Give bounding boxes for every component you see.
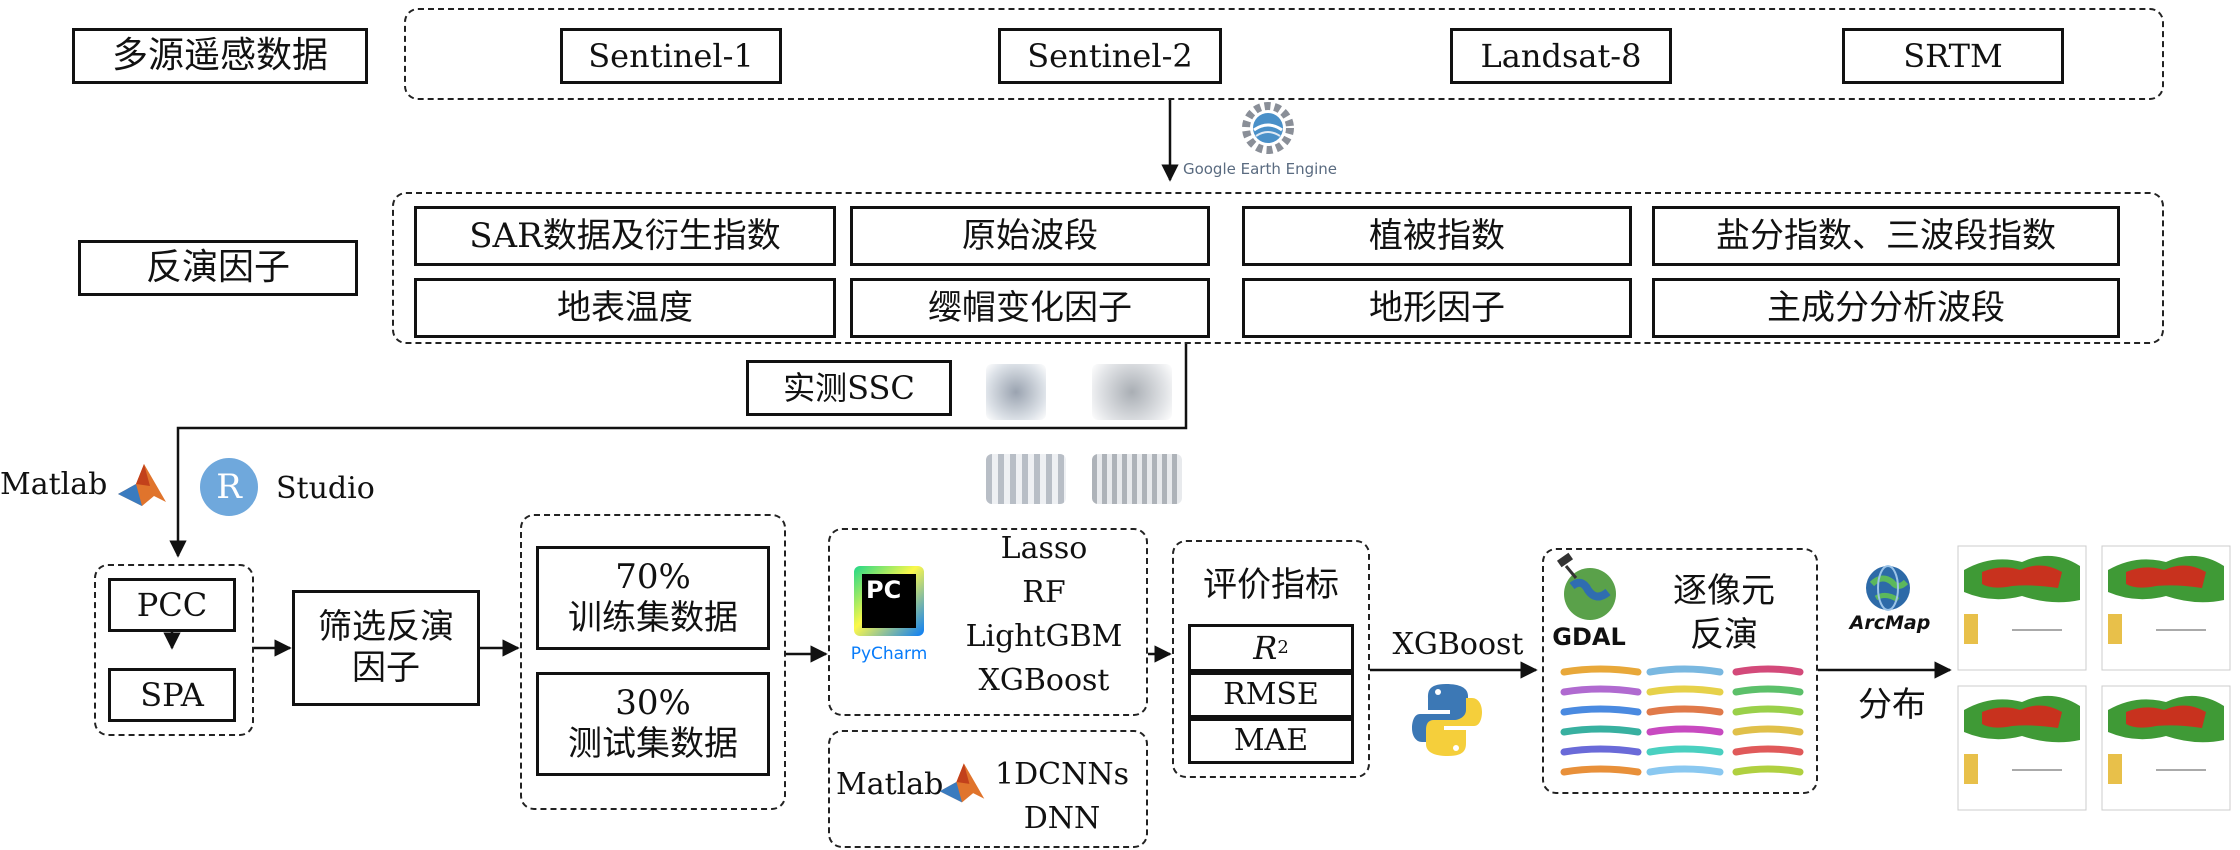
gear-globe-icon (1228, 100, 1308, 156)
field-photo-1 (986, 364, 1046, 420)
model-dnn: DNN (1023, 801, 1101, 836)
source-srtm: SRTM (1842, 28, 2064, 84)
pycharm-label: PyCharm (850, 644, 928, 664)
factor-lst: 地表温度 (414, 278, 836, 338)
model-rf: RF (1022, 575, 1066, 610)
metric-mae: MAE (1188, 718, 1354, 764)
evaluation-title: 评价指标 (1203, 565, 1339, 605)
matlab-label-1: Matlab (0, 467, 108, 502)
matlab-icon-1 (114, 456, 170, 512)
filter-factors-box: 筛选反演因子 (292, 590, 480, 706)
pcc-box: PCC (108, 578, 236, 632)
factor-original-bands: 原始波段 (850, 206, 1210, 266)
model-1dcnns: 1DCNNs (995, 757, 1129, 792)
train-set-box: 70%训练集数据 (536, 546, 770, 650)
source-sentinel-1: Sentinel-1 (560, 28, 782, 84)
factor-sar: SAR数据及衍生指数 (414, 206, 836, 266)
gdal-globe-icon (1552, 552, 1624, 624)
metric-rmse: RMSE (1188, 672, 1354, 718)
data-sources-group (404, 8, 2164, 100)
pixel-inversion-strips (1560, 664, 1806, 784)
model-lasso: Lasso (1000, 531, 1088, 566)
factors-group (392, 192, 2164, 344)
dataset-group (520, 514, 786, 810)
ml-models-group (828, 528, 1148, 716)
test-set-box: 30%测试集数据 (536, 672, 770, 776)
source-sentinel-2: Sentinel-2 (998, 28, 1222, 84)
arcmap-label: ArcMap (1849, 612, 1931, 634)
model-xgboost: XGBoost (978, 663, 1110, 698)
pycharm-icon: PC (854, 566, 924, 636)
spa-box: SPA (108, 668, 236, 722)
inversion-line2: 反演 (1690, 615, 1758, 655)
r-logo-icon: R (200, 458, 258, 516)
evaluation-group (1172, 540, 1370, 778)
arcmap-globe-icon (1862, 562, 1914, 614)
pycharm-badge: PC (862, 574, 916, 628)
gee-logo-text: Google Earth Engine (1182, 160, 1338, 178)
source-landsat-8: Landsat-8 (1450, 28, 1672, 84)
factor-pca-bands: 主成分分析波段 (1652, 278, 2120, 338)
sample-photo-2 (1092, 454, 1182, 504)
variable-selection-group (94, 564, 254, 736)
dl-models-group (828, 730, 1148, 848)
pixel-inversion-group (1542, 548, 1818, 794)
matlab-icon-2 (936, 756, 988, 808)
factor-terrain: 地形因子 (1242, 278, 1632, 338)
gdal-label: GDAL (1552, 623, 1626, 651)
factor-salinity-index: 盐分指数、三波段指数 (1652, 206, 2120, 266)
ssc-distribution-maps (1952, 540, 2236, 816)
sample-photo-1 (986, 454, 1066, 504)
distribution-label: 分布 (1858, 685, 1926, 725)
inversion-factors-label: 反演因子 (78, 240, 358, 296)
inversion-line1: 逐像元 (1673, 571, 1775, 611)
factor-vegetation-index: 植被指数 (1242, 206, 1632, 266)
python-icon (1410, 680, 1484, 760)
measured-ssc-box: 实测SSC (746, 360, 952, 416)
model-lightgbm: LightGBM (965, 619, 1123, 654)
field-photo-2 (1092, 364, 1172, 420)
best-model-label: XGBoost (1392, 627, 1524, 662)
factor-tasseled-cap: 缨帽变化因子 (850, 278, 1210, 338)
studio-label: Studio (276, 471, 375, 506)
matlab-label-2: Matlab (836, 767, 944, 802)
multisource-data-label: 多源遥感数据 (72, 28, 368, 84)
